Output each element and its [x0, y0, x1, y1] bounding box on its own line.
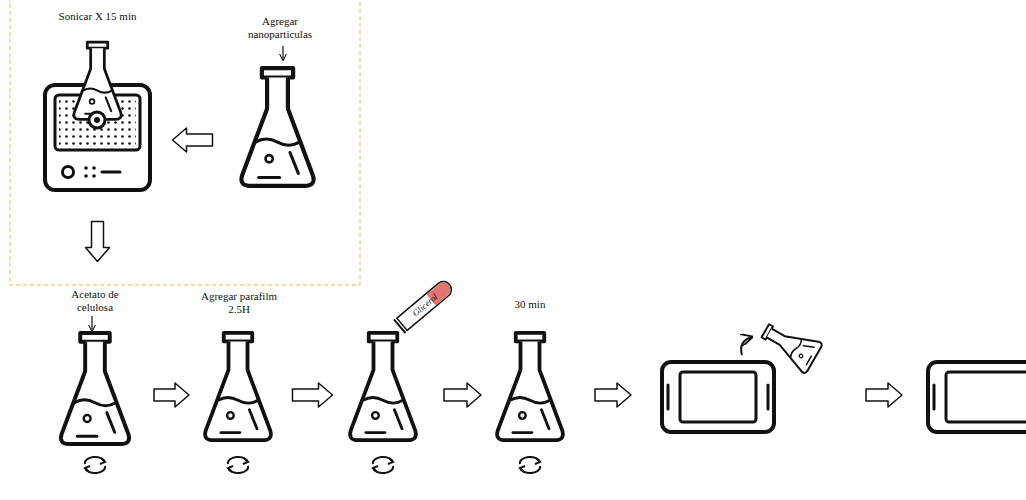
flow-arrow	[173, 128, 213, 152]
step-label: Acetato de celulosa	[63, 288, 127, 314]
petri-tray	[662, 362, 774, 432]
test-tube	[394, 278, 455, 334]
flask-step: Agregar nanoparticulas	[225, 15, 335, 195]
flow-arrow	[154, 383, 189, 407]
petri-tray	[928, 362, 1026, 432]
step-label: 30 min	[490, 298, 570, 311]
glycerol-step: Glicerol	[340, 280, 440, 485]
flask-step: 30 min	[485, 298, 575, 488]
tube-label: Glicerol	[410, 292, 439, 319]
flask-step: Agregar parafilm 2.5H	[193, 290, 285, 487]
step-label: Sonicar X 15 min	[38, 10, 158, 23]
flow-arrow	[444, 383, 481, 407]
sonicator-step: Sonicar X 15 min	[35, 10, 160, 195]
flow-arrow	[86, 222, 110, 262]
step-label: Agregar parafilm 2.5H	[195, 290, 283, 316]
step-label: Agregar nanoparticulas	[240, 15, 320, 41]
flask-step: Acetato de celulosa	[40, 288, 150, 488]
flow-arrow	[293, 383, 333, 407]
sonicator	[45, 42, 150, 190]
group-frame	[10, 0, 360, 285]
